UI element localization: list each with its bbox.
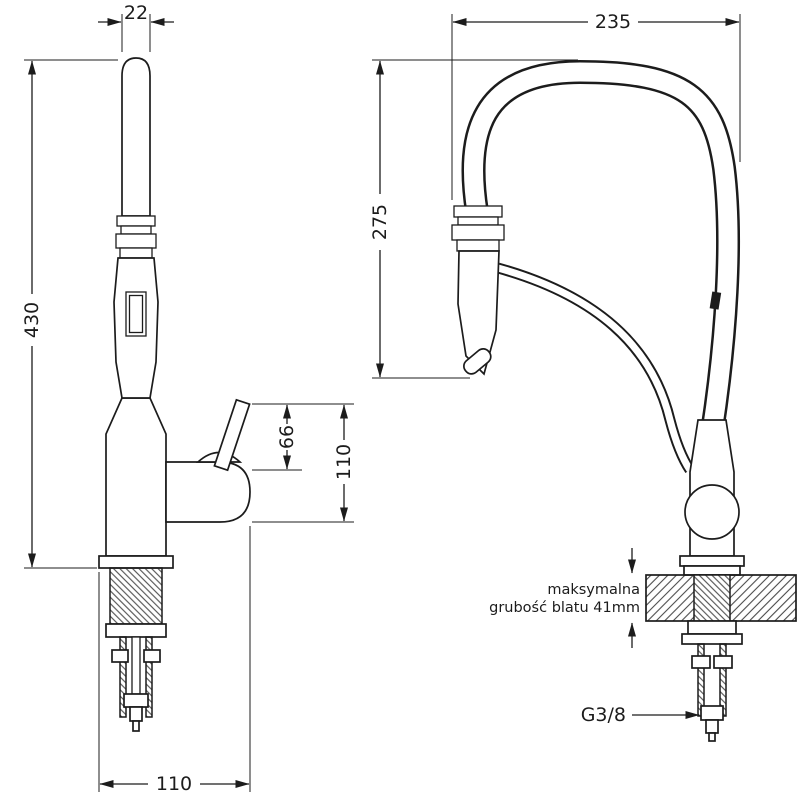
hose-hex-fitting [700,705,724,721]
pull-down-spray-head [457,250,500,376]
collar-ring [457,216,499,226]
hose-fitting-tube [705,719,719,734]
mixer-body [165,461,251,523]
hose-fitting-tip [708,732,716,742]
collar-ring [456,239,500,252]
dimension-label-22: 22 [124,2,148,24]
hose-fitting-tube [129,706,143,722]
dimension-base-depth: 110 [98,526,251,795]
spray-nozzle [463,348,492,375]
thread-size-label: G3/8 [581,704,626,726]
swivel-joint [684,484,740,540]
mounting-stud-left [119,636,127,718]
spray-head-collars [451,205,505,252]
connection-thread-annotation: G3/8 [581,704,700,726]
dimension-label-110-depth: 110 [156,773,192,795]
mounting-plate [681,633,743,645]
threaded-shank-front [693,574,731,622]
dimension-label-275: 275 [369,204,391,240]
faucet-column [105,397,167,557]
hose-hex-fitting [123,693,149,708]
gooseneck-spout-inner [463,62,738,434]
wand-neck [121,57,151,217]
front-view: 235 275 maksymalna grubość blatu 41mm G3… [369,11,797,742]
dimension-handle-height: 66 [252,403,354,471]
side-view: 22 430 66 110 110 [21,2,355,795]
stud-nut-right [713,655,733,669]
gooseneck-spout [461,59,741,434]
wand-collars [115,215,157,259]
threaded-shank [109,567,163,625]
front-view-mounting-hardware [681,620,743,742]
dimension-total-height: 430 [21,59,118,569]
stud-nut-left [691,655,711,669]
collar-ring [119,247,153,259]
stud-nut-right [143,649,161,663]
front-view-faucet [451,59,745,576]
collar-ring [453,205,503,218]
locknut [105,623,167,638]
dimension-spout-diameter: 22 [98,2,174,52]
stud-nut-left [111,649,129,663]
dimension-label-110-height: 110 [333,444,355,480]
dimension-label-66: 66 [276,425,298,449]
side-view-mounting-hardware [105,567,167,732]
dimension-label-430: 430 [21,302,43,338]
base-plate [98,555,174,569]
side-view-faucet [98,57,251,569]
countertop-note-line2: grubość blatu 41mm [489,600,640,616]
flexible-hose-inner [497,264,693,472]
mounting-stud-right [145,636,153,718]
locknut [687,620,737,635]
hose-fitting-tip [132,720,140,732]
countertop-thickness-annotation: maksymalna grubość blatu 41mm [489,548,640,648]
dimension-label-235: 235 [595,11,631,33]
countertop-note-line1: maksymalna [547,582,640,598]
wand-window-inner [128,294,144,334]
base-plate-upper [679,555,745,567]
collar-ring [451,224,505,241]
hose-clip [709,291,722,310]
handle-lever [213,398,251,472]
dimension-spout-height: 275 [369,59,578,379]
collar-ring [120,225,152,235]
collar-ring [116,215,156,227]
dimension-body-height: 110 [252,404,355,523]
flexible-hose [496,262,695,474]
base-plate-lower [683,565,741,576]
collar-ring [115,233,157,249]
dimension-spout-reach: 235 [451,11,741,200]
hose-pipe [131,636,141,695]
